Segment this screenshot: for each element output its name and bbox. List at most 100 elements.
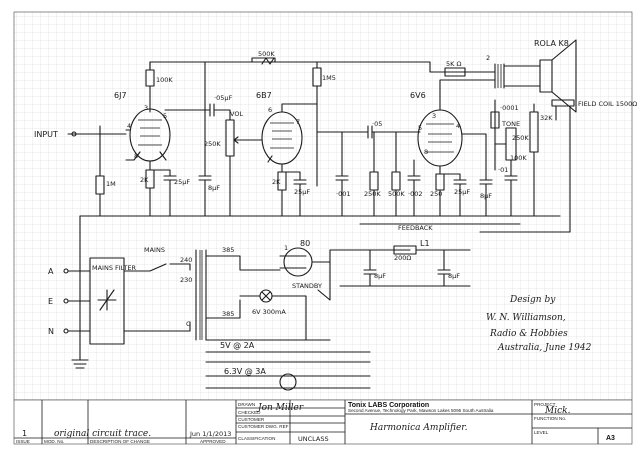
mains-filter <box>89 257 125 345</box>
pin-label: 7 <box>296 118 300 126</box>
label-8uf-d: 8μF <box>448 272 460 280</box>
resistor-tone-upper <box>490 111 500 129</box>
label-l1: L1 <box>420 239 430 248</box>
label-vol: VOL <box>230 110 243 118</box>
speaker-cone <box>551 39 577 113</box>
drawn-label: DRAWN <box>238 402 255 407</box>
change-date: Jun 1/1/2013 <box>189 430 231 438</box>
description-label: DESCRIPTION OF CHANGE <box>90 439 150 444</box>
level-label: LEVEL <box>534 430 549 435</box>
pin-label: 3 <box>432 112 436 120</box>
label-1m5: 1M5 <box>322 74 336 82</box>
pin-label: 8 <box>134 152 138 160</box>
design-credit: Design by W. N. Williamson, Radio & Hobb… <box>486 295 592 353</box>
drawing-title: Harmonica Amplifier. <box>369 423 468 433</box>
change-description: original circuit trace. <box>54 429 151 439</box>
label-385-b: 385 <box>222 310 234 318</box>
company-name: Tonix LABS Corporation <box>348 402 429 409</box>
component-labels: ROLA K8 FIELD COIL 1500Ω INPUT 6J7 6B7 6… <box>34 39 637 376</box>
label-200: 200Ω <box>394 254 411 262</box>
label-002: ·002 <box>408 190 422 198</box>
issue-label: ISSUE <box>16 439 30 444</box>
pin-label: 8 <box>424 148 428 156</box>
label-001: ·001 <box>336 190 350 198</box>
pin-label: 4 <box>127 122 131 130</box>
grid-background <box>14 12 632 400</box>
label-500k-top: 500K <box>258 50 275 58</box>
pin-label: 4 <box>456 122 460 130</box>
classification-label: CLASSIFICATION <box>238 436 275 441</box>
label-field-coil: FIELD COIL 1500Ω <box>578 100 637 108</box>
heater-lamp <box>279 373 297 391</box>
credit-line4: Australia, June 1942 <box>497 343 592 353</box>
sheet-size: A3 <box>606 435 615 442</box>
label-2k-b: 2K <box>272 178 281 186</box>
label-5k: 5K Ω <box>446 60 461 68</box>
label-250k-vol: 250K <box>204 140 221 148</box>
pin-label: 5 <box>418 124 422 132</box>
label-mains-filter: MAINS FILTER <box>92 264 136 272</box>
label-feedback: FEEDBACK <box>398 224 433 232</box>
label-standby: STANDBY <box>292 282 322 290</box>
label-tone: TONE <box>501 120 520 128</box>
label-25uf-c: 25μF <box>454 188 470 196</box>
label-terminal-e: E <box>48 297 53 306</box>
label-100k-tone: 100K <box>510 154 527 162</box>
classification-value: UNCLASS <box>298 435 329 443</box>
label-32k: 32K <box>540 114 553 122</box>
earth-symbol <box>71 359 89 369</box>
label-1m: 1M <box>106 180 116 188</box>
approved-label: APPROVED <box>200 439 226 444</box>
label-250: 250 <box>430 190 442 198</box>
label-terminal-c: C <box>186 320 191 328</box>
label-250k: 250K <box>364 190 381 198</box>
label-lamp: 6V 300mA <box>252 308 286 316</box>
pin-label: 6 <box>268 106 272 114</box>
checked-label: CHECKED <box>238 410 261 415</box>
label-5v: 5V @ 2A <box>220 341 255 350</box>
pin-label: 2 <box>486 54 490 62</box>
label-mains: MAINS <box>144 246 165 254</box>
label-63v: 6.3V @ 3A <box>224 367 266 376</box>
label-input: INPUT <box>34 130 58 139</box>
function-label: FUNCTION No. <box>534 416 566 421</box>
company-address: Second Avenue, Technology Park, Mawson L… <box>348 408 494 413</box>
pin-label: 5 <box>163 112 167 120</box>
label-25uf-b: 25μF <box>294 188 310 196</box>
credit-line1: Design by <box>509 295 556 305</box>
pin-label: 1 <box>284 244 288 252</box>
label-8uf-c: 8μF <box>374 272 386 280</box>
label-100k: 100K <box>156 76 173 84</box>
issue-value: 1 <box>22 429 27 438</box>
label-0001: ·0001 <box>500 104 519 112</box>
mod-label: MOD. No. <box>44 439 64 444</box>
label-terminal-n: N <box>48 327 54 336</box>
label-terminal-a: A <box>48 267 54 276</box>
label-500k: 500K <box>388 190 405 198</box>
credit-line3: Radio & Hobbies <box>489 329 568 339</box>
label-8uf-a: 8μF <box>208 184 220 192</box>
label-25uf-a: 25μF <box>174 178 190 186</box>
label-05: ·05 <box>372 120 382 128</box>
input-jack <box>71 131 77 137</box>
label-6v6: 6V6 <box>410 91 426 100</box>
credit-line2: W. N. Williamson, <box>486 313 566 323</box>
project-value: Mick. <box>544 406 571 416</box>
power-supply-section <box>63 231 471 391</box>
label-01: ·01 <box>498 166 508 174</box>
label-6b7: 6B7 <box>256 91 272 100</box>
pin-label: 3 <box>144 104 148 112</box>
drawn-value: Jon Miller <box>256 403 304 413</box>
label-250k-tone: 250K <box>512 134 529 142</box>
field-coil-plug <box>551 99 575 107</box>
project-label: PROJECT <box>534 402 556 407</box>
label-rola: ROLA K8 <box>534 39 569 48</box>
label-8uf-b: 8μF <box>480 192 492 200</box>
label-2k-a: 2K <box>140 176 149 184</box>
label-385-a: 385 <box>222 246 234 254</box>
label-6j7: 6J7 <box>114 91 127 100</box>
resistor-5k <box>444 67 466 77</box>
label-80: 80 <box>300 239 310 248</box>
